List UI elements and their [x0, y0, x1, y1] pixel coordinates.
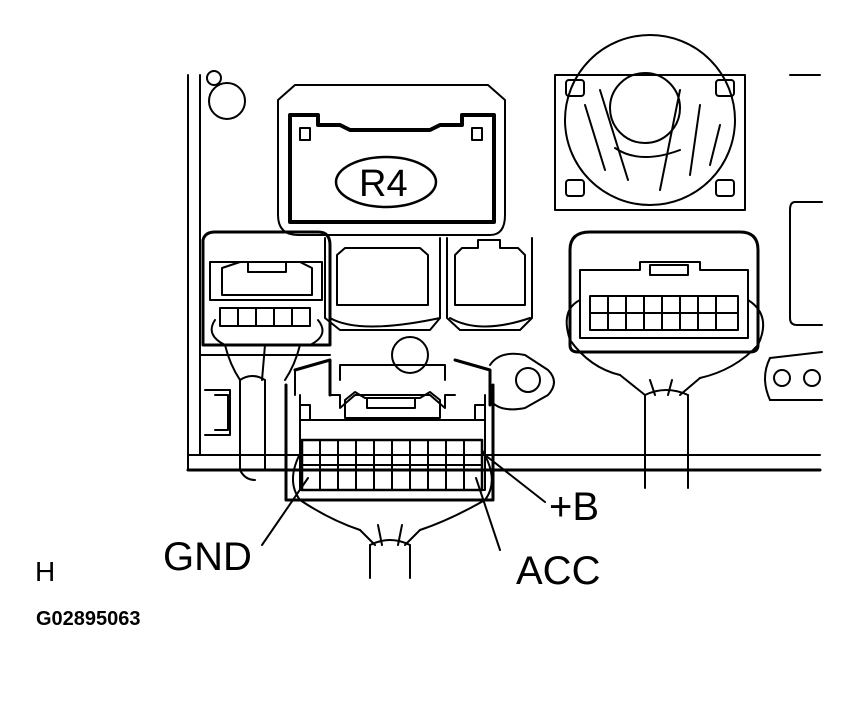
left-connector	[201, 230, 332, 347]
corner-letter: H	[35, 556, 56, 587]
middle-connectors	[324, 237, 533, 331]
r4-connector	[277, 84, 506, 236]
gnd-terminal-label: GND	[163, 535, 252, 579]
center-harness	[292, 449, 493, 579]
leader-lines	[261, 454, 546, 551]
r4-connector-label: R4	[359, 163, 408, 205]
center-connector	[284, 358, 495, 502]
right-harness	[644, 379, 689, 489]
right-connector	[565, 230, 765, 396]
plus-b-terminal-label: +B	[549, 485, 600, 529]
cooling-fan	[554, 34, 746, 211]
mount-bracket	[391, 336, 555, 411]
left-harness	[204, 344, 301, 481]
figure-code: G02895063	[36, 608, 141, 630]
acc-terminal-label: ACC	[516, 549, 601, 593]
